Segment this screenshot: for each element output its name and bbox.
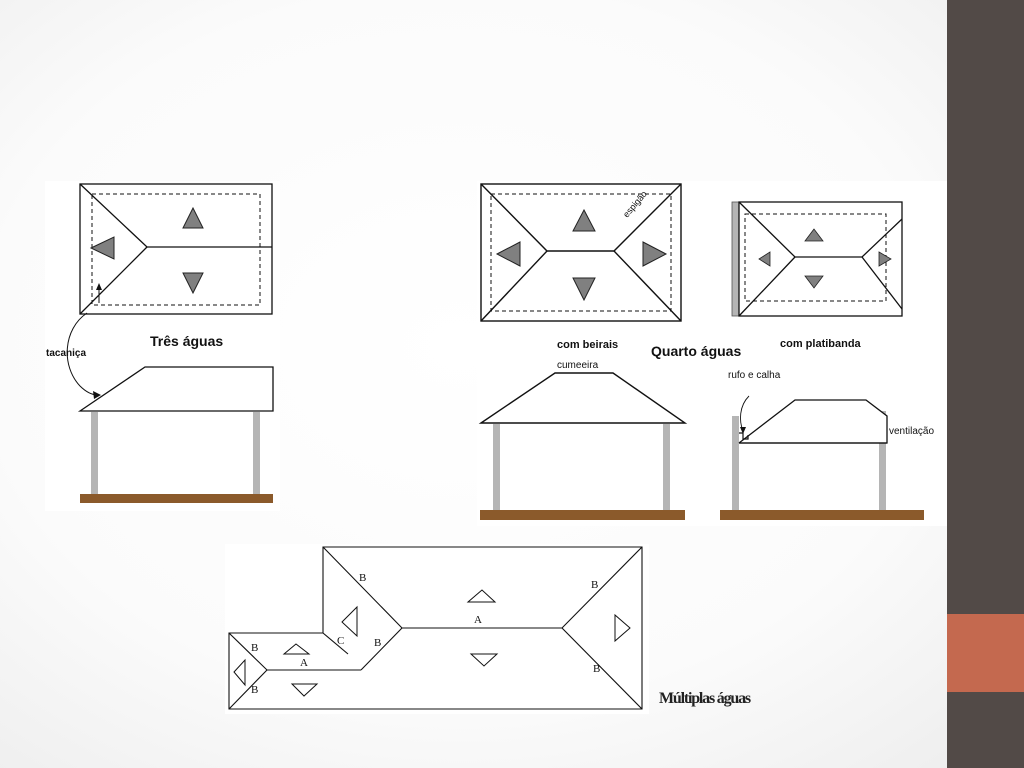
ridge-label: cumeeira (557, 360, 599, 371)
arrow-left-icon (341, 605, 358, 638)
flashing-pointer-arrow (740, 395, 750, 432)
face-label-a-main: A (474, 614, 482, 626)
with-eaves-label: com beirais (557, 339, 619, 351)
sidebar-accent (947, 614, 1024, 692)
arrow-up-icon (804, 228, 824, 242)
arrow-right-icon (642, 241, 668, 267)
face-label-b-wing-bottom: B (251, 684, 259, 696)
four-waters-title: Quarto águas (651, 343, 742, 359)
four-waters-parapet-elevation (720, 399, 924, 520)
arrow-left-icon (758, 251, 771, 267)
face-label-b-wing-top: B (251, 642, 259, 654)
three-waters-plan (79, 183, 273, 315)
arrow-left-icon (495, 241, 521, 267)
tacanica-tick-head (96, 283, 102, 290)
arrow-down-icon (469, 653, 499, 667)
face-label-b-inner: B (374, 637, 382, 649)
four-waters-diagram (478, 183, 924, 520)
four-waters-panel: espigão com beirais Quarto águas com pla… (477, 181, 947, 526)
arrow-right-icon (878, 251, 892, 267)
arrow-right-icon (614, 613, 631, 643)
face-arrows (233, 589, 631, 697)
arrow-down-icon (572, 277, 596, 302)
multiple-waters-title: Múltiplas águas (659, 690, 751, 707)
multiple-waters-panel: A A B B B B B B C (225, 544, 649, 714)
face-label-c: C (337, 635, 345, 647)
face-label-b-bottom-right: B (593, 663, 601, 675)
three-waters-elevation (77, 366, 274, 503)
arrow-down-icon (182, 272, 204, 295)
three-waters-panel: Três águas tacaniça (45, 181, 280, 511)
arrow-down-icon (290, 683, 319, 697)
arrow-left-icon (233, 658, 246, 687)
multiple-waters-diagram (228, 546, 643, 710)
three-waters-title: Três águas (150, 333, 224, 349)
tacanica-pointer-arrow (66, 312, 99, 396)
face-label-a-wing: A (300, 657, 308, 669)
arrow-up-icon (572, 208, 596, 232)
face-label-b-top-left: B (359, 572, 367, 584)
four-waters-eaves-plan (480, 183, 682, 322)
arrow-left-icon (89, 236, 115, 260)
arrow-up-icon (182, 206, 204, 229)
arrow-up-icon (466, 589, 497, 603)
tacanica-label: tacaniça (46, 348, 87, 359)
arrow-down-icon (804, 275, 824, 289)
with-parapet-label: com platibanda (780, 338, 861, 350)
three-waters-diagram (66, 183, 274, 503)
flashing-label: rufo e calha (728, 370, 781, 381)
multiple-waters-plan (228, 546, 643, 710)
face-label-b-top-right: B (591, 579, 599, 591)
arrow-up-icon (282, 643, 311, 655)
ventilation-label: ventilação (889, 426, 935, 437)
four-waters-eaves-elevation (478, 372, 688, 520)
four-waters-parapet-plan (731, 201, 903, 317)
